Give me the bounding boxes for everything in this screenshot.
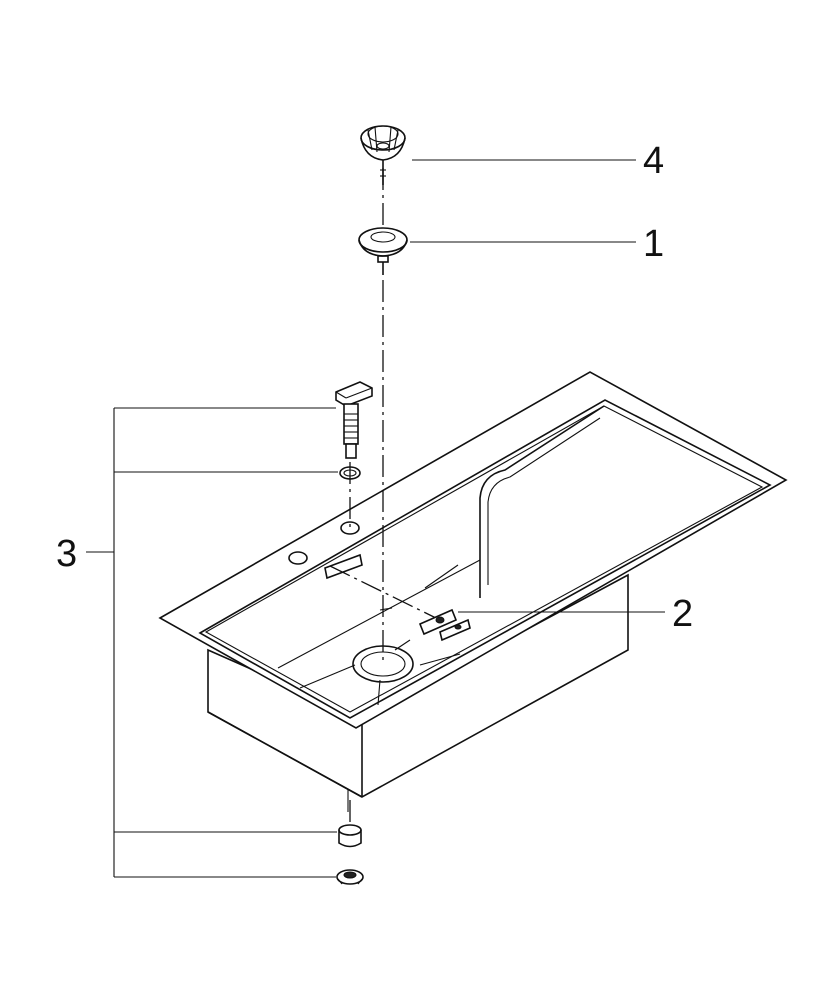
callout-3: 3 bbox=[56, 533, 77, 575]
sink-interior bbox=[277, 405, 605, 706]
nut-part bbox=[338, 824, 362, 848]
overflow-part bbox=[418, 608, 471, 642]
callout-2: 2 bbox=[672, 593, 693, 635]
o-ring-part bbox=[339, 466, 361, 480]
fixing-screw-part bbox=[335, 381, 373, 459]
washer-part bbox=[336, 869, 364, 885]
leader-lines bbox=[86, 159, 665, 878]
callout-4: 4 bbox=[643, 140, 664, 182]
strainer-basket-part bbox=[360, 125, 406, 185]
sink-top-rim bbox=[158, 371, 788, 729]
drain-plug-part bbox=[358, 227, 408, 275]
callout-1: 1 bbox=[643, 223, 664, 265]
